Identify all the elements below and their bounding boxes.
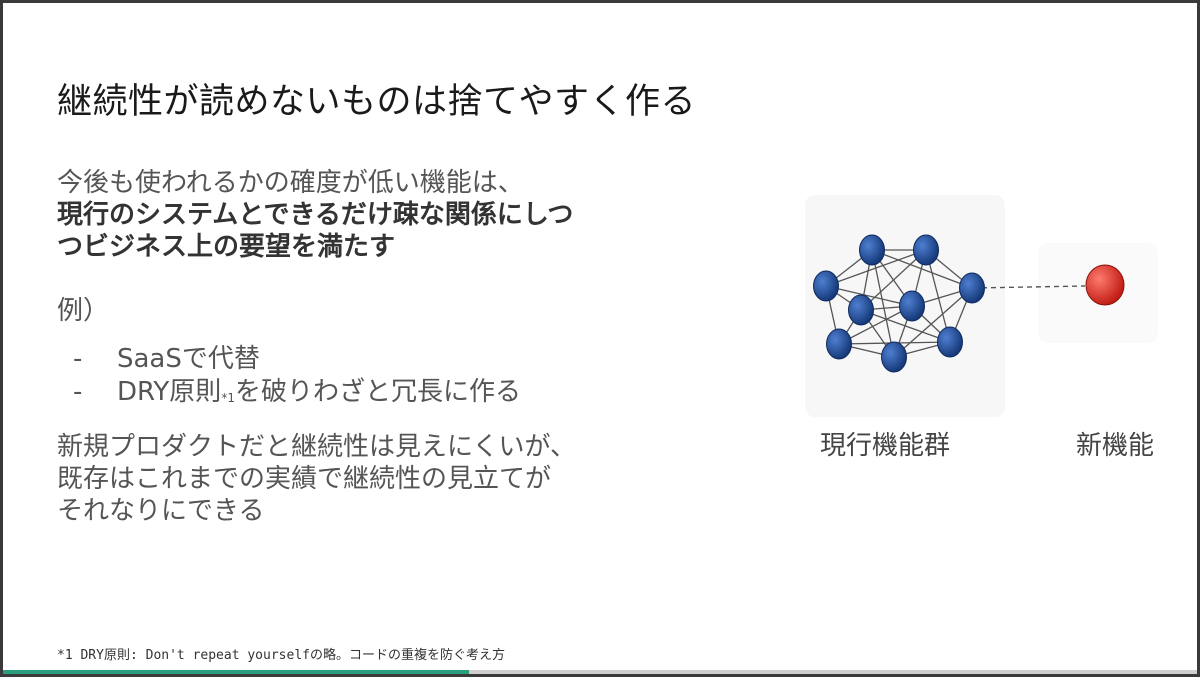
- bullet-text: SaaSで代替: [117, 344, 260, 374]
- cluster-edge: [860, 249, 927, 311]
- list-item: - SaaSで代替: [73, 343, 521, 376]
- current-features-label: 現行機能群: [820, 431, 951, 461]
- cluster-edge: [825, 285, 913, 307]
- note-line: それなりにできる: [57, 496, 265, 526]
- cluster-edge: [893, 287, 973, 358]
- slide-progress-fill: [3, 670, 469, 674]
- slide: 継続性が読めないものは捨てやすく作る 今後も使われるかの確度が低い機能は、 現行…: [3, 3, 1197, 671]
- footnote-marker: *1: [221, 391, 235, 405]
- cluster-node: [859, 234, 885, 266]
- bullet-dash: -: [73, 377, 83, 407]
- intro-line: 今後も使われるかの確度が低い機能は、: [57, 168, 524, 198]
- cluster-edge: [838, 305, 913, 345]
- bullet-dash: -: [73, 344, 83, 374]
- cluster-node: [848, 294, 874, 326]
- bullet-text: DRY原則: [117, 377, 222, 407]
- cluster-node: [881, 341, 907, 373]
- note-line: 既存はこれまでの実績で継続性の見立てが: [57, 464, 552, 494]
- new-feature-label: 新機能: [1076, 431, 1155, 461]
- intro-emphasis-line: 現行のシステムとできるだけ疎な関係にしつ: [57, 200, 574, 230]
- cluster-edge: [871, 249, 973, 289]
- example-list: - SaaSで代替 - DRY原則*1を破りわざと冗長に作る: [73, 343, 521, 415]
- new-feature-node: [1085, 264, 1125, 306]
- intro-emphasis-line: つビジネス上の要望を満たす: [57, 232, 396, 262]
- cluster-node: [899, 290, 925, 322]
- slide-title: 継続性が読めないものは捨てやすく作る: [57, 82, 697, 122]
- slide-progress-bar: [3, 670, 1197, 674]
- cluster-node: [959, 272, 985, 304]
- cluster-nodes: [813, 234, 985, 373]
- bullet-text: を破りわざと冗長に作る: [234, 377, 521, 407]
- cluster-node: [826, 328, 852, 360]
- note-line: 新規プロダクトだと継続性は見えにくいが、: [57, 432, 576, 462]
- cluster-node: [913, 234, 939, 266]
- note-paragraph: 新規プロダクトだと継続性は見えにくいが、 既存はこれまでの実績で継続性の見立てが…: [57, 431, 576, 527]
- example-label: 例）: [57, 296, 110, 326]
- list-item: - DRY原則*1を破りわざと冗長に作る: [73, 376, 521, 415]
- footnote: *1 DRY原則: Don't repeat yourselfの略。コードの重複…: [57, 648, 505, 663]
- cluster-edge: [825, 249, 927, 287]
- loose-coupling-link: [972, 285, 1086, 289]
- cluster-node: [937, 326, 963, 358]
- cluster-node: [813, 270, 839, 302]
- network-diagram: [805, 195, 1158, 417]
- cluster-edge: [925, 249, 951, 343]
- intro-paragraph: 今後も使われるかの確度が低い機能は、 現行のシステムとできるだけ疎な関係にしつ …: [57, 167, 697, 263]
